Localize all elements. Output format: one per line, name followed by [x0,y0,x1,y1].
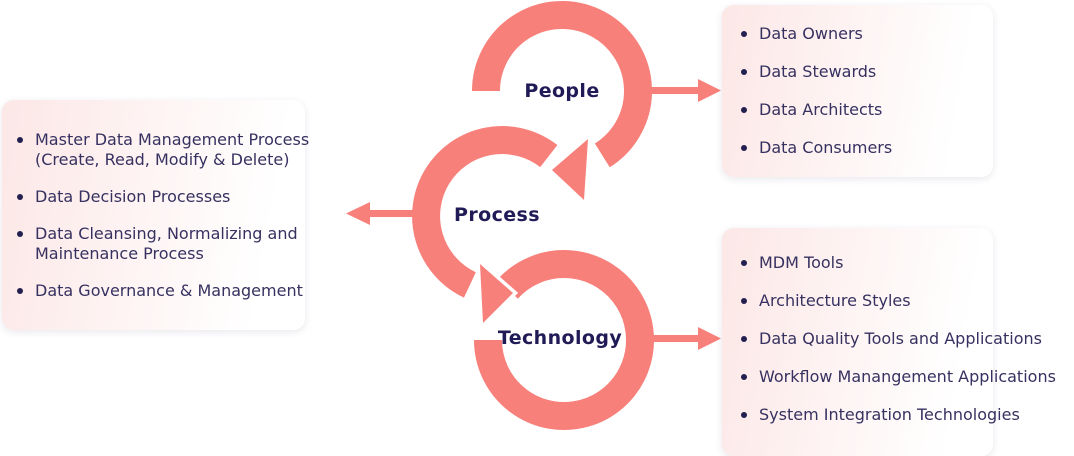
bullet-icon [741,69,747,75]
bullet-icon [741,336,747,342]
list-item-text: System Integration Technologies [759,405,1020,424]
bullet-icon [741,374,747,380]
list-item: Data Consumers [741,138,892,158]
bullet-icon [17,231,23,237]
list-item: System Integration Technologies [741,405,1056,425]
list-item-text: Architecture Styles [759,291,911,310]
bullet-icon [17,137,23,143]
process-ring-arrow [412,126,558,298]
list-item: MDM Tools [741,253,1056,273]
list-item: Data Cleansing, Normalizing and Maintena… [17,224,309,264]
bullet-icon [17,194,23,200]
list-item: Workflow Manangement Applications [741,367,1056,387]
list-item-text: Data Architects [759,100,883,119]
bullet-icon [741,298,747,304]
bullet-icon [17,288,23,294]
list-item: Architecture Styles [741,291,1056,311]
bullet-icon [741,31,747,37]
node-label-people: People [524,80,600,102]
technology-to-box-arrow [650,327,721,350]
list-item-text: Data Quality Tools and Applications [759,329,1042,348]
process-details-list: Master Data Management Process (Create, … [2,100,309,301]
list-item-text: Master Data Management Process (Create, … [35,130,310,169]
list-item-text: MDM Tools [759,253,844,272]
node-label-technology: Technology [497,327,623,349]
list-item-text: Data Cleansing, Normalizing and Maintena… [35,224,298,263]
node-label-process: Process [454,204,540,226]
people-to-box-arrow [648,79,721,102]
people-ring-arrow [472,1,652,168]
bullet-icon [741,107,747,113]
list-item: Master Data Management Process (Create, … [17,130,309,170]
people-to-process-arrowhead [546,130,593,208]
list-item: Data Architects [741,100,892,120]
list-item-text: Workflow Manangement Applications [759,367,1056,386]
process-to-technology-arrowhead [476,255,519,332]
list-item: Data Governance & Management [17,281,309,301]
bullet-icon [741,260,747,266]
process-details-card: Master Data Management Process (Create, … [2,100,309,330]
list-item-text: Data Consumers [759,138,893,157]
technology-ring-arrow [474,250,654,430]
list-item-text: Data Stewards [759,62,877,81]
bullet-icon [741,412,747,418]
list-item-text: Data Decision Processes [35,187,231,206]
list-item: Data Stewards [741,62,892,82]
list-item-text: Data Owners [759,24,863,43]
list-item-text: Data Governance & Management [35,281,303,300]
list-item: Data Decision Processes [17,187,309,207]
list-item: Data Quality Tools and Applications [741,329,1056,349]
process-to-box-arrow [346,202,430,225]
list-item: Data Owners [741,24,892,44]
bullet-icon [741,145,747,151]
